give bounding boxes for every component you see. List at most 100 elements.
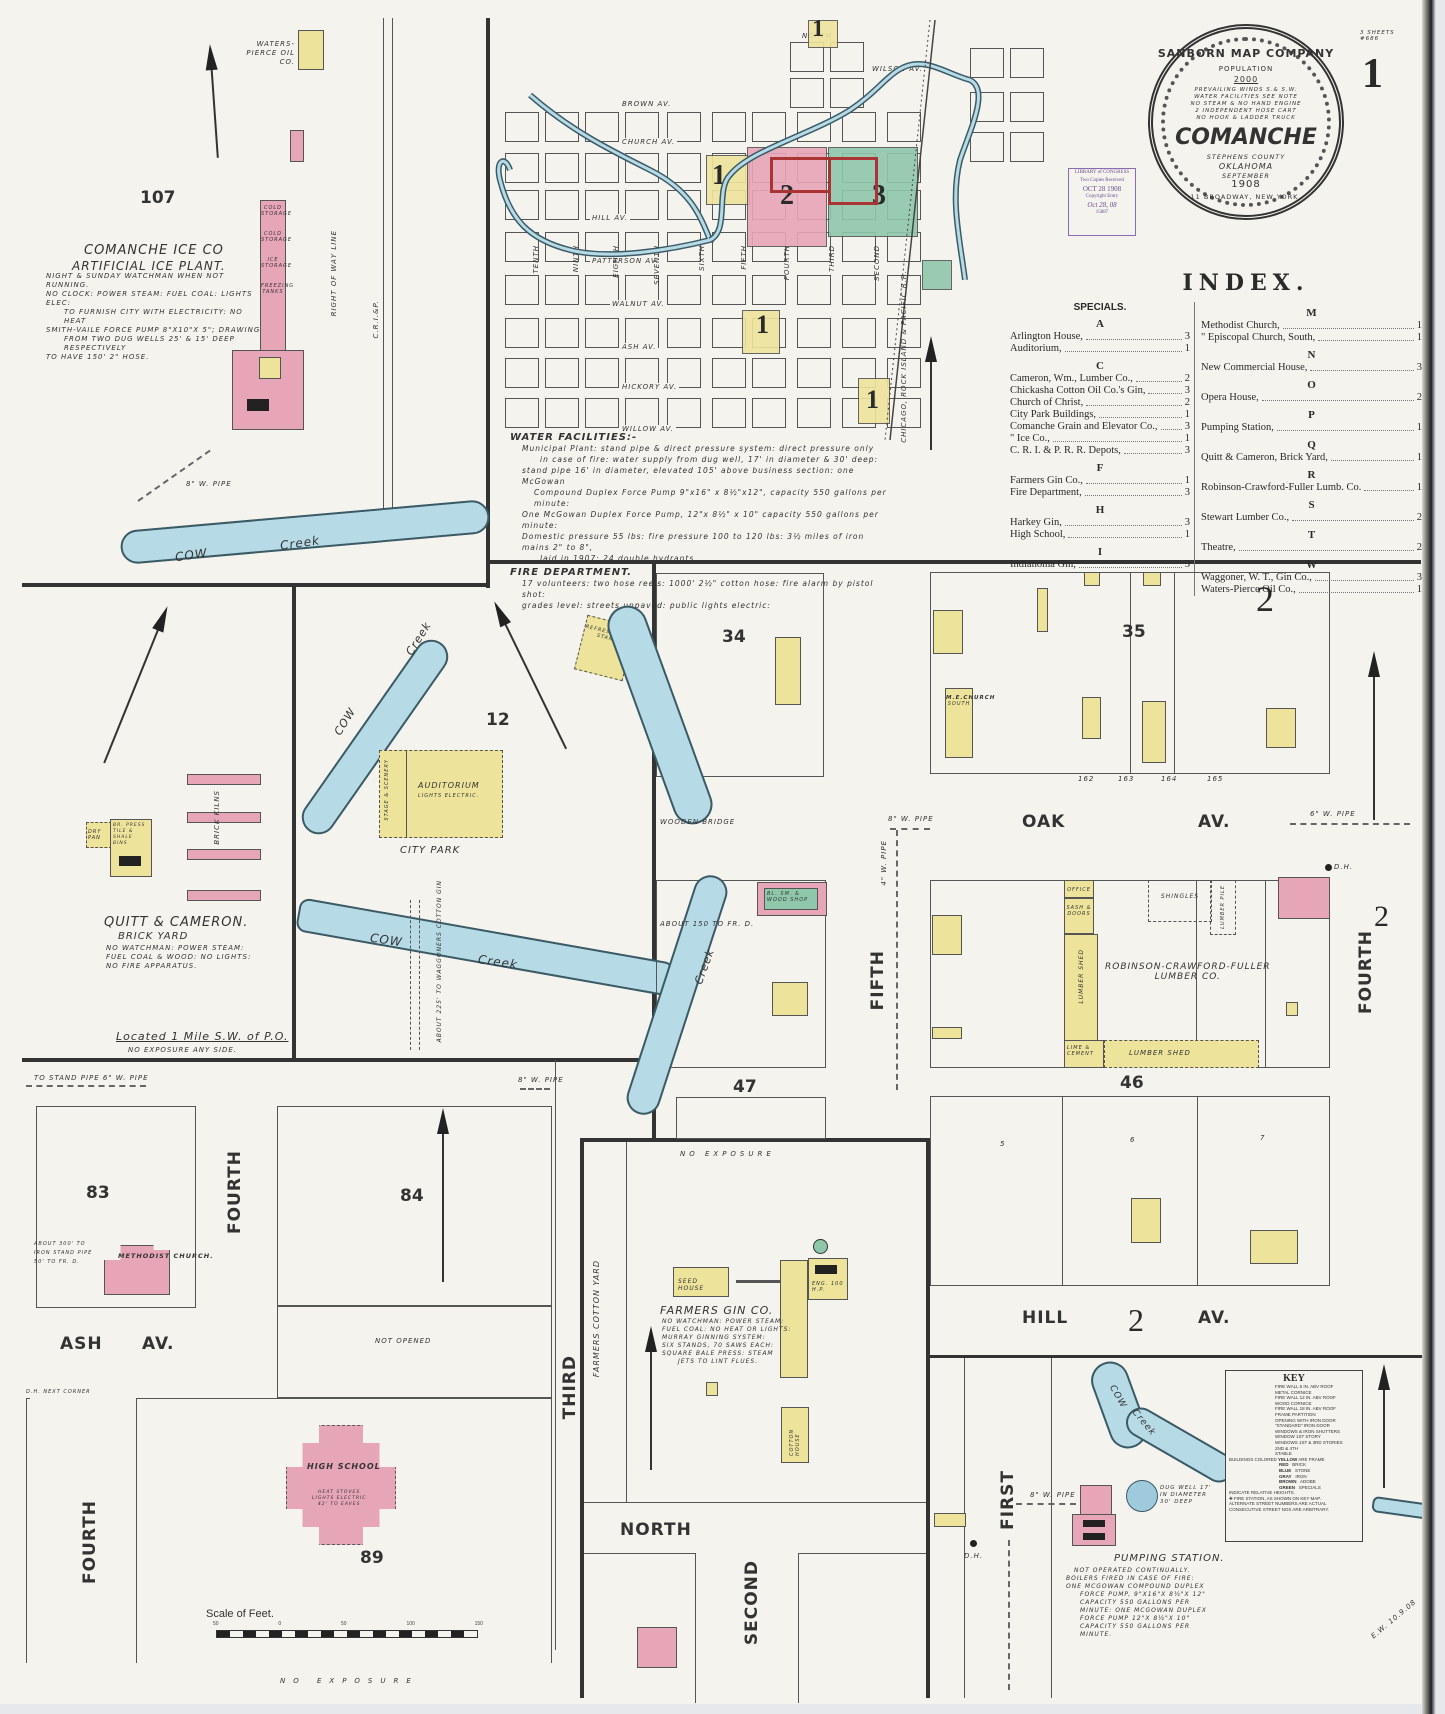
water-pipe	[520, 1088, 550, 1090]
title-cartouche: SANBORN MAP COMPANY POPULATION 2000 PREV…	[1148, 24, 1344, 220]
pipe-label: 8" W. PIPE	[1030, 1491, 1076, 1499]
index-entry-name: " Episcopal Church, South,	[1201, 332, 1316, 343]
index-letter-heading: H	[1095, 504, 1105, 516]
avenue-label: WILLOW AV.	[620, 425, 676, 433]
key-map-block	[505, 398, 539, 428]
panel-divider	[930, 1355, 1422, 1358]
block-number: 84	[400, 1186, 424, 1206]
key-map-block	[505, 358, 539, 388]
scales-building	[706, 1382, 718, 1396]
avenue-label: HICKORY AV.	[620, 383, 680, 391]
index-entry-sheet: 1	[1416, 332, 1422, 343]
sash-doors-shed: SASH & DOORS	[1064, 898, 1094, 934]
page-edge	[1422, 0, 1445, 1714]
pipe-note: ABOUT 300' TO IRON STAND PIPE 50' TO FR.…	[34, 1241, 93, 1265]
key-map-block	[712, 398, 746, 428]
key-map-block	[970, 48, 1004, 78]
scale-bar	[216, 1630, 478, 1638]
index-entry: Quitt & Cameron, Brick Yard, 1	[1201, 452, 1422, 464]
index-entry-name: Farmers Gin Co.,	[1010, 475, 1083, 486]
shop-interior: BL. SM. & WOOD SHOP	[764, 888, 818, 910]
index-entry: Farmers Gin Co., 1	[1010, 475, 1190, 487]
boiler-icon	[1083, 1533, 1105, 1540]
boiler-icon	[247, 399, 269, 411]
sheet-3-area	[828, 147, 918, 237]
sheet-ref: 2	[1128, 1302, 1144, 1338]
north-arrow-icon	[1378, 1364, 1390, 1488]
key-map-block	[585, 358, 619, 388]
oil-co-label: WATERS-PIERCE OIL CO.	[246, 40, 295, 66]
cow-creek-keymap	[495, 61, 982, 280]
address-number: 165	[1207, 775, 1224, 783]
index-entry: Indiahoma Gin,3	[1010, 559, 1190, 571]
index-entry-name: Chickasha Cotton Oil Co.'s Gin,	[1010, 385, 1146, 396]
street-north: NORTH	[620, 1520, 692, 1540]
dug-well-label: DUG WELL 17' IN DIAMETER 30' DEEP	[1160, 1485, 1212, 1505]
key-map-block	[667, 398, 701, 428]
key-map-block	[970, 132, 1004, 162]
lime-cement-shed: LIME & CEMENT	[1064, 1040, 1104, 1068]
sheet-marker: 2	[780, 180, 794, 211]
creek-label: COW	[174, 545, 209, 565]
key-map-block	[752, 358, 786, 388]
brick-kiln	[187, 849, 261, 860]
index-entry-sheet: 2	[1184, 397, 1190, 408]
dwelling	[1142, 701, 1166, 763]
block-number: 47	[733, 1077, 757, 1097]
hill-av-label: AV.	[1198, 1308, 1231, 1328]
water-pipe	[1016, 1503, 1076, 1505]
index-entry-name: Robinson-Crawford-Fuller Lumb. Co.	[1201, 482, 1362, 493]
avenue-label: BROWN AV.	[620, 100, 674, 108]
key-map-block	[887, 232, 921, 262]
boiler-icon	[1083, 1520, 1105, 1527]
ice-co-notes: NIGHT & SUNDAY WATCHMAN WHEN NOT RUNNING…	[46, 272, 261, 361]
not-opened-area	[277, 1306, 552, 1398]
index-letter-heading: A	[1096, 318, 1104, 330]
index-entry-name: Stewart Lumber Co.,	[1201, 512, 1290, 523]
key-map-block	[545, 398, 579, 428]
key-map-block	[505, 275, 539, 305]
cartouche-border	[1161, 37, 1331, 207]
oil-co-building	[298, 30, 324, 70]
pipe-label: 8" W. PIPE	[186, 480, 232, 488]
index-entry-sheet: 1	[1184, 475, 1190, 486]
index-entry-name: Methodist Church,	[1201, 320, 1280, 331]
pipe-label: TO STAND PIPE 6" W. PIPE	[34, 1074, 149, 1082]
lot-number: 5	[1000, 1140, 1006, 1148]
water-pipe	[1290, 823, 1410, 825]
street-fifth: FIFTH	[868, 950, 888, 1011]
key-map-block	[505, 318, 539, 348]
key-map-block	[830, 78, 864, 108]
dwelling	[1131, 1198, 1161, 1243]
index-entry-sheet: 2	[1184, 373, 1190, 384]
lot-line	[626, 1142, 627, 1502]
index-entry-name: Quitt & Cameron, Brick Yard,	[1201, 452, 1328, 463]
north-arrow-icon	[645, 1326, 657, 1470]
high-school-label: HIGH SCHOOL	[307, 1462, 381, 1471]
dwelling	[933, 610, 963, 654]
index-entry-sheet: 2	[1416, 542, 1422, 553]
sheet-3-area	[922, 260, 952, 290]
block-number: 46	[1120, 1073, 1144, 1093]
ice-co-subtitle: ARTIFICIAL ICE PLANT.	[72, 259, 226, 273]
index-entry: Chickasha Cotton Oil Co.'s Gin,3	[1010, 385, 1190, 397]
dwelling	[772, 982, 808, 1016]
ice-co-title: COMANCHE ICE CO	[84, 243, 224, 258]
smith-shop: BL. SM. & WOOD SHOP	[757, 882, 827, 916]
index-entry-name: Arlington House,	[1010, 331, 1083, 342]
small-brick-building	[290, 130, 304, 162]
street-fourth: FOURTH	[1356, 930, 1376, 1015]
foot-bridge	[410, 900, 420, 1050]
sheet-marker: 1	[812, 16, 824, 42]
index-entry: Arlington House,3	[1010, 331, 1190, 343]
street-fourth: FOURTH	[225, 1150, 245, 1235]
sheet-count-note: 3 SHEETS #686	[1360, 30, 1395, 42]
index-entry-sheet: 1	[1416, 320, 1422, 331]
location-note: Located 1 Mile S.W. of P.O.	[116, 1030, 289, 1043]
press-building: BR. PRESS TILE & SHALE BINS	[110, 819, 152, 877]
index-entry-sheet: 1	[1416, 452, 1422, 463]
index-entry-name: Theatre,	[1201, 542, 1236, 553]
frame-shed	[637, 1627, 677, 1668]
